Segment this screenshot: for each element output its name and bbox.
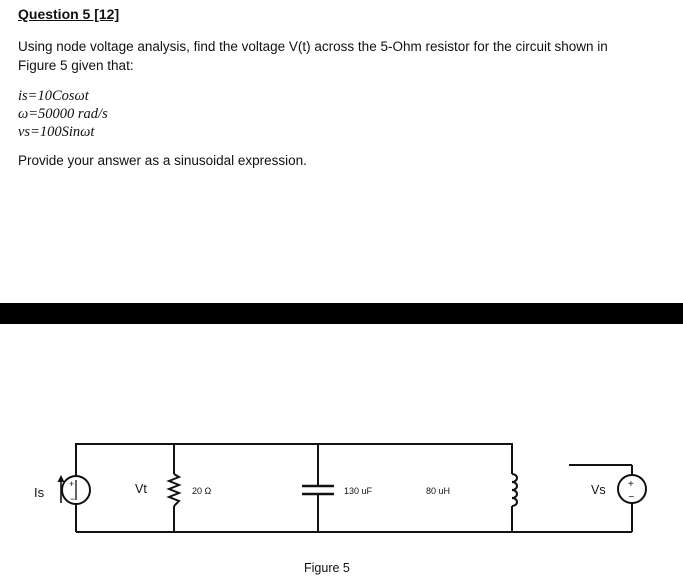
label-is: Is bbox=[34, 485, 45, 500]
prompt-line-1: Using node voltage analysis, find the vo… bbox=[18, 39, 608, 54]
vs-minus-sign: − bbox=[629, 492, 635, 503]
vs-plus-sign: + bbox=[628, 479, 634, 490]
figure-caption: Figure 5 bbox=[304, 561, 350, 575]
question-prompt: Using node voltage analysis, find the vo… bbox=[18, 37, 668, 75]
capacitor-130-uf bbox=[302, 484, 334, 496]
is-minus-sign: − bbox=[70, 494, 75, 504]
label-resistor: 20 Ω bbox=[192, 486, 212, 496]
is-plus-sign: + bbox=[69, 479, 74, 489]
prompt-line-2: Figure 5 given that: bbox=[18, 58, 134, 73]
voltage-source: + − bbox=[617, 474, 647, 504]
circuit-diagram: + − Is Vt 20 Ω 130 uF 80 uH + − Vs Figur… bbox=[34, 443, 647, 575]
inductor-80-uh bbox=[511, 473, 518, 507]
answer-instruction: Provide your answer as a sinusoidal expr… bbox=[18, 153, 307, 168]
question-heading: Question 5 [12] bbox=[18, 6, 120, 22]
equation-is: is=10Cosωt bbox=[18, 88, 89, 104]
equation-vs: vs=100Sinωt bbox=[18, 124, 95, 140]
label-vs: Vs bbox=[591, 483, 606, 497]
label-capacitor: 130 uF bbox=[344, 486, 373, 496]
resistor-20-ohm bbox=[166, 473, 182, 507]
label-inductor: 80 uH bbox=[426, 486, 450, 496]
circuit-wires bbox=[75, 443, 633, 533]
equation-omega: ω=50000 rad/s bbox=[18, 106, 108, 122]
black-divider-band bbox=[0, 303, 683, 324]
label-vt: Vt bbox=[135, 482, 147, 496]
current-source: + − bbox=[57, 475, 91, 505]
